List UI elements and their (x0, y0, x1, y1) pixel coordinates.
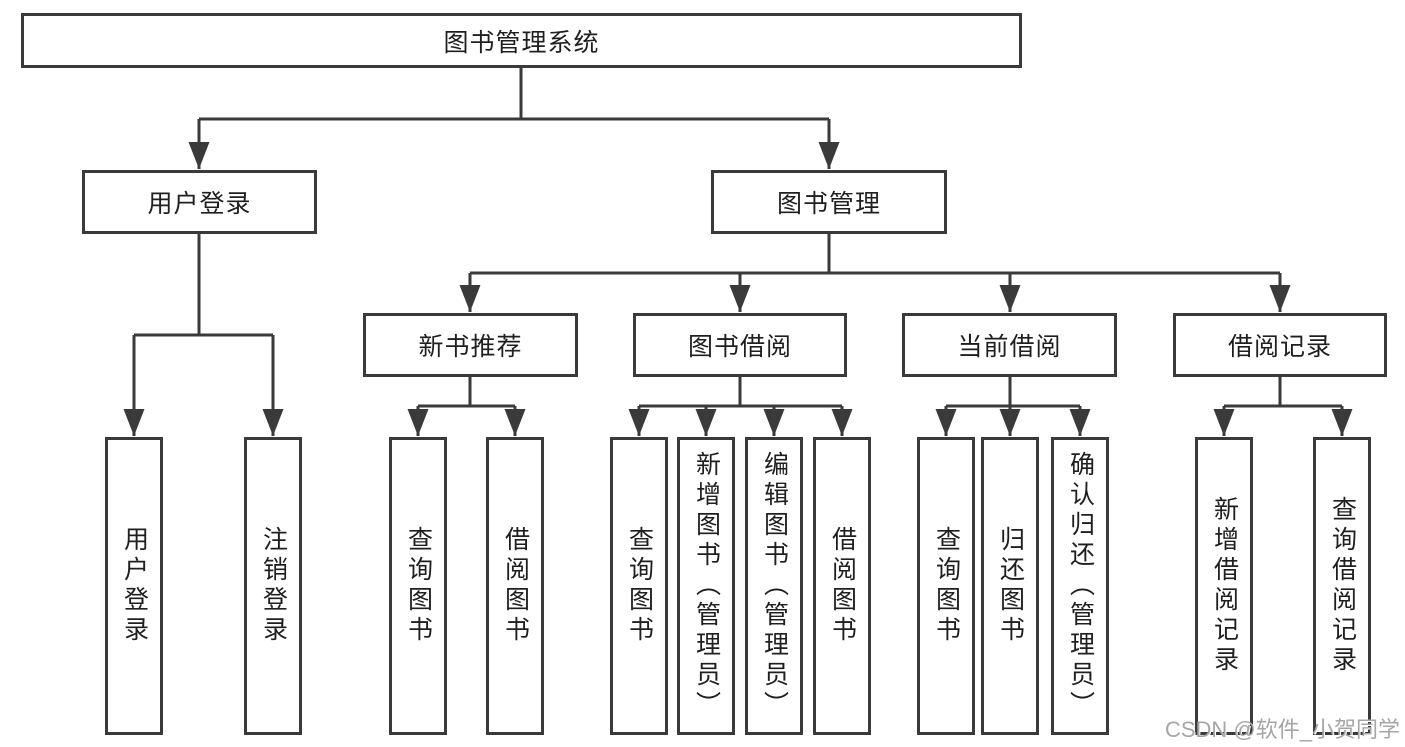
trunk-root (199, 68, 829, 121)
node-current-borrow-label: 当前借阅 (957, 333, 1062, 361)
node-book-borrow: 图书借阅 (633, 313, 847, 377)
node-current-borrow: 当前借阅 (902, 313, 1117, 377)
node-user-login-label: 用户登录 (147, 190, 252, 218)
leaf-borrow-edit-book-admin-label: 编辑图书（管理员） (760, 451, 789, 721)
leaf-user-login: 用户登录 (105, 437, 163, 735)
trunk-book-mgmt (470, 234, 1280, 275)
leaf-records-add-record: 新增借阅记录 (1195, 437, 1253, 735)
leaf-current-query-book: 查询图书 (917, 437, 975, 735)
leaf-borrow-query-book: 查询图书 (610, 437, 668, 735)
leaf-records-add-record-label: 新增借阅记录 (1210, 496, 1239, 676)
node-user-login: 用户登录 (82, 170, 317, 234)
node-book-management-label: 图书管理 (776, 190, 881, 218)
trunk-user-login (134, 234, 273, 337)
trunk-records (1224, 377, 1342, 408)
leaf-borrow-add-book-admin-label: 新增图书（管理员） (692, 451, 721, 721)
leaf-borrow-edit-book-admin: 编辑图书（管理员） (745, 437, 803, 735)
leaf-newbook-query-book: 查询图书 (389, 437, 447, 735)
leaf-current-return-book: 归还图书 (981, 437, 1039, 735)
leaf-current-confirm-return-admin: 确认归还（管理员） (1051, 437, 1109, 735)
leaf-borrow-borrow-book: 借阅图书 (813, 437, 871, 735)
leaf-user-login-label: 用户登录 (120, 526, 149, 646)
leaf-current-query-book-label: 查询图书 (932, 526, 961, 646)
node-borrow-records: 借阅记录 (1173, 313, 1387, 377)
trunk-current (946, 377, 1080, 408)
leaf-current-return-book-label: 归还图书 (996, 526, 1025, 646)
node-new-book-recommend: 新书推荐 (363, 313, 578, 377)
node-book-borrow-label: 图书借阅 (687, 333, 792, 361)
leaf-newbook-borrow-book: 借阅图书 (486, 437, 544, 735)
node-new-book-recommend-label: 新书推荐 (418, 333, 523, 361)
leaf-borrow-borrow-book-label: 借阅图书 (828, 526, 857, 646)
node-borrow-records-label: 借阅记录 (1227, 333, 1332, 361)
node-root: 图书管理系统 (21, 13, 1022, 68)
node-book-management: 图书管理 (711, 170, 947, 234)
leaf-logout: 注销登录 (244, 437, 302, 735)
leaf-newbook-query-book-label: 查询图书 (404, 526, 433, 646)
leaf-current-confirm-return-admin-label: 确认归还（管理员） (1066, 451, 1095, 721)
trunk-newbook (418, 377, 515, 408)
trunk-borrow (639, 377, 842, 408)
leaf-borrow-add-book-admin: 新增图书（管理员） (677, 437, 735, 735)
leaf-borrow-query-book-label: 查询图书 (625, 526, 654, 646)
node-root-label: 图书管理系统 (443, 28, 600, 57)
csdn-watermark: CSDN @软件_小贺同学 (1164, 717, 1400, 742)
leaf-logout-label: 注销登录 (259, 526, 288, 646)
leaf-records-query-record: 查询借阅记录 (1313, 437, 1371, 735)
leaf-newbook-borrow-book-label: 借阅图书 (501, 526, 530, 646)
leaf-records-query-record-label: 查询借阅记录 (1328, 496, 1357, 676)
